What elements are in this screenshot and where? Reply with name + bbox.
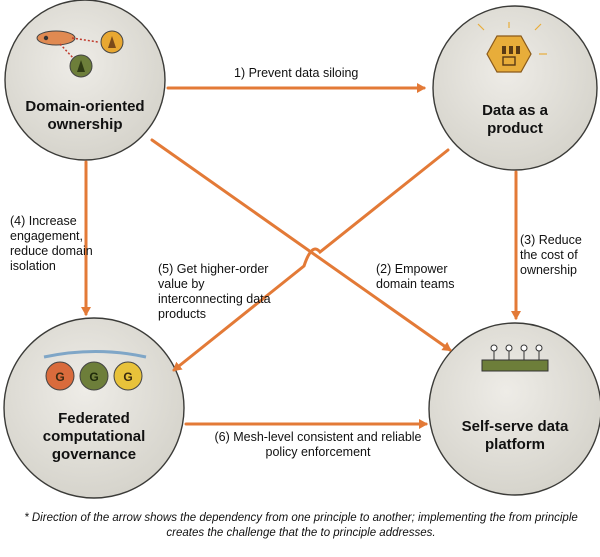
edge-label-4: (4) Increase engagement, reduce domain i…	[10, 214, 93, 273]
platform-node-label: Self-serve data platform	[461, 418, 569, 453]
domain-circle	[4, 0, 166, 161]
edge-label-1: 1) Prevent data siloing	[234, 66, 359, 80]
governance-circle	[3, 317, 185, 499]
domain-node-label: Domain-oriented ownership	[25, 98, 145, 133]
platform-icon	[481, 344, 549, 372]
data-product-icon	[477, 22, 547, 73]
footnote: * Direction of the arrow shows the depen…	[24, 512, 578, 539]
governance-g-1: G	[55, 370, 64, 384]
arrow-5	[172, 148, 450, 372]
platform-circle	[428, 322, 600, 496]
governance-icon: G G G	[43, 350, 147, 391]
product-node-label: Data as a product	[482, 102, 548, 137]
arrow-2	[150, 138, 452, 352]
edge-label-3: (3) Reduce the cost of ownership	[520, 233, 582, 277]
domain-team-icon	[36, 30, 124, 78]
edge-label-5: (5) Get higher-order value by interconne…	[158, 262, 271, 321]
edge-label-6: (6) Mesh-level consistent and reliable p…	[214, 430, 422, 459]
governance-g-3: G	[123, 370, 132, 384]
edge-label-2: (2) Empower domain teams	[376, 262, 455, 291]
governance-g-2: G	[89, 370, 98, 384]
product-circle	[432, 5, 598, 171]
governance-node-label: Federated computational governance	[42, 410, 146, 463]
